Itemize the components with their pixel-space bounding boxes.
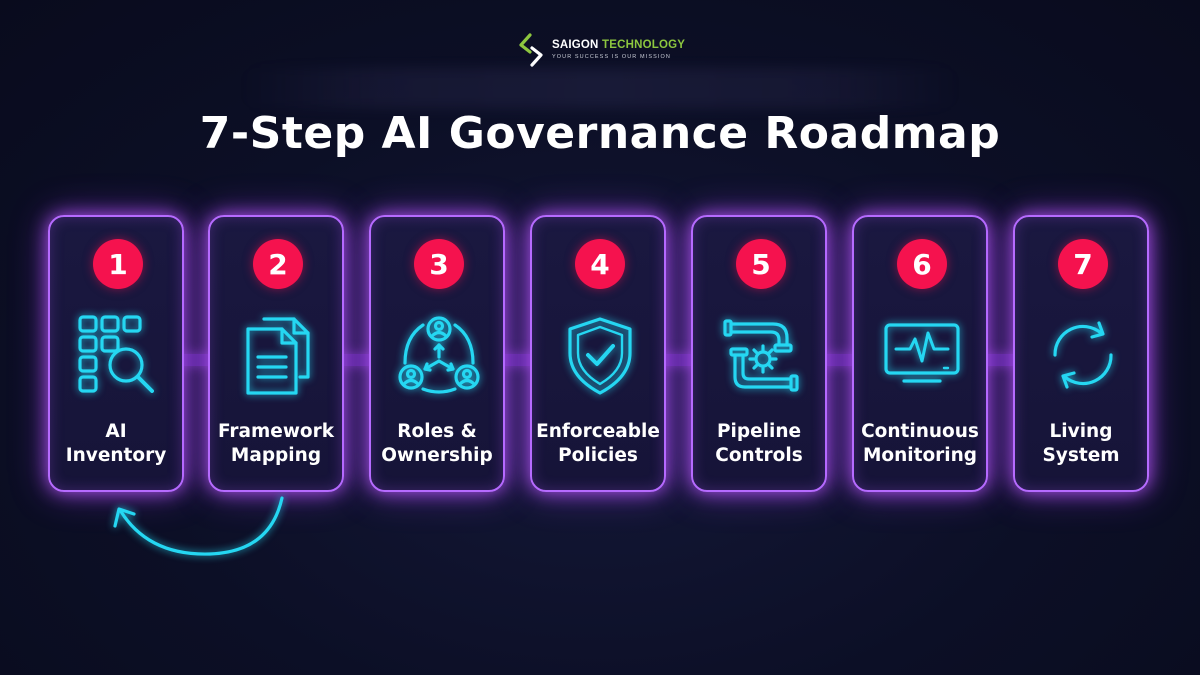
step-card-5: 5 Pipeline Controls	[691, 215, 827, 492]
step-label-line1: Continuous	[861, 421, 979, 442]
step-card-7: 7 Living System	[1013, 215, 1149, 492]
refresh-cycle-icon	[1043, 315, 1123, 395]
logo-tagline: YOUR SUCCESS IS OUR MISSION	[552, 53, 671, 60]
inventory-search-icon	[78, 315, 158, 395]
step-number-badge: 6	[897, 239, 947, 289]
step-label: Enforceable Policies	[532, 420, 664, 468]
step-number-badge: 1	[93, 239, 143, 289]
saigon-logo-icon	[519, 33, 543, 67]
step-number-badge: 2	[253, 239, 303, 289]
step-label-line2: Policies	[558, 445, 638, 466]
step-label-line1: Pipeline	[716, 421, 802, 442]
step-label: Framework Mapping	[210, 420, 342, 468]
step-label-line2: Ownership	[381, 445, 493, 466]
step-label-line1: Enforceable	[536, 421, 660, 442]
step-label-line1: Roles &	[397, 421, 477, 442]
step-label-line2: Controls	[715, 445, 803, 466]
step-card-3: 3	[369, 215, 505, 492]
step-label-line1: Living	[1049, 421, 1113, 442]
step-label-line1: Framework	[217, 421, 335, 442]
step-label-line2: Inventory	[65, 445, 167, 466]
page-title: 7-Step AI Governance Roadmap	[199, 108, 1001, 159]
pipeline-gear-icon	[721, 315, 801, 395]
shield-check-icon	[560, 315, 640, 395]
step-label-line2: Mapping	[230, 445, 322, 466]
logo: SAIGON TECHNOLOGY YOUR SUCCESS IS OUR MI…	[518, 32, 685, 68]
step-label: Pipeline Controls	[693, 420, 825, 468]
logo-name-part2: TECHNOLOGY	[601, 39, 686, 51]
ghost-subtitle-glow	[240, 68, 960, 108]
step-card-6: 6 Continuous Monitoring	[852, 215, 988, 492]
logo-name: SAIGON TECHNOLOGY	[552, 39, 686, 52]
step-card-1: 1 AI Inventory	[48, 215, 184, 492]
step-label: Living System	[1015, 420, 1147, 468]
step-card-4: 4 Enforceable Policies	[530, 215, 666, 492]
step-label: AI Inventory	[50, 420, 182, 468]
step-label-line1: AI	[105, 421, 127, 442]
step-number-badge: 5	[736, 239, 786, 289]
monitor-pulse-icon	[882, 315, 962, 395]
step-number-badge: 4	[575, 239, 625, 289]
step-label: Continuous Monitoring	[854, 420, 986, 468]
step-label: Roles & Ownership	[371, 420, 503, 468]
documents-icon	[238, 315, 318, 395]
step-card-2: 2 Framework Mapping	[208, 215, 344, 492]
step-number-badge: 7	[1058, 239, 1108, 289]
logo-name-part1: SAIGON	[552, 39, 599, 51]
people-network-icon	[398, 315, 480, 395]
step-number-badge: 3	[414, 239, 464, 289]
loop-back-arrow	[113, 496, 284, 556]
step-label-line2: System	[1042, 445, 1120, 466]
step-label-line2: Monitoring	[862, 445, 978, 466]
